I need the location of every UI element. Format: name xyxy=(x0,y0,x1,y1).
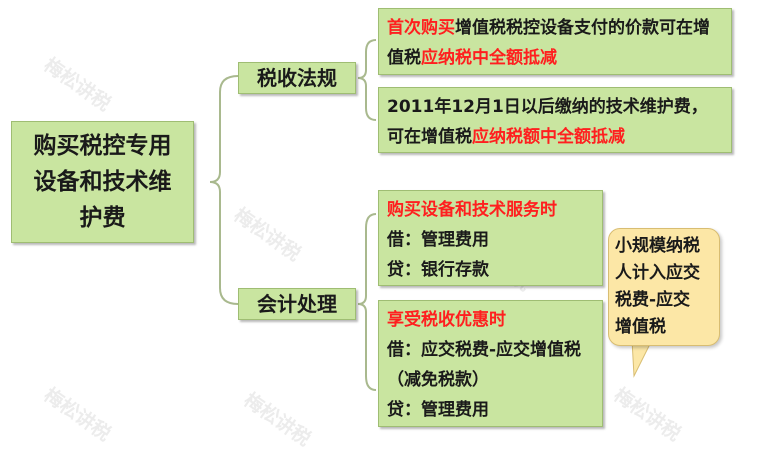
journal-entry: 借：应交税费-应交增值税（减免税款） xyxy=(387,340,582,390)
tax-rule-maintenance: 2011年12月1日以后缴纳的技术维护费，可在增值税应纳税额中全额抵减 xyxy=(378,87,732,153)
tax-rule-equipment: 首次购买增值税税控设备支付的价款可在增值税应纳税中全额抵减 xyxy=(378,8,732,75)
center-topic-line: 设备和技术维 xyxy=(33,169,172,195)
connector-center-bracket xyxy=(209,75,239,305)
note-line: 增值税 xyxy=(615,317,666,337)
branch-accounting: 会计处理 xyxy=(238,288,356,320)
rule-text: 增值税税控设备支付的价款可在增值税 xyxy=(387,18,710,68)
note-line: 小规模纳税 xyxy=(615,236,700,256)
accounting-heading: 购买设备和技术服务时 xyxy=(387,200,557,220)
rule-text: 2011年12月1日以后缴纳的技术维护费，可在增值税 xyxy=(387,97,708,147)
note-line: 税费-应交 xyxy=(615,290,691,310)
small-taxpayer-note: 小规模纳税 人计入应交 税费-应交 增值税 xyxy=(608,228,720,346)
note-line: 人计入应交 xyxy=(615,263,700,283)
connector-lines xyxy=(209,39,377,391)
highlight-text: 应纳税中全额抵减 xyxy=(421,48,557,68)
highlight-text: 首次购买 xyxy=(387,18,455,38)
highlight-text: 应纳税额中全额抵减 xyxy=(472,127,625,147)
journal-entry: 贷：管理费用 xyxy=(387,400,489,420)
branch-tax-rules: 税收法规 xyxy=(238,62,356,94)
center-topic-line: 护费 xyxy=(79,205,126,231)
accounting-purchase: 购买设备和技术服务时 借：管理费用 贷：银行存款 xyxy=(378,190,603,286)
connector-accounting-bracket xyxy=(357,213,377,391)
accounting-heading: 享受税收优惠时 xyxy=(387,310,506,330)
center-topic: 购买税控专用 设备和技术维 护费 xyxy=(11,121,194,243)
journal-entry: 借：管理费用 xyxy=(387,230,489,250)
note-callout-tail xyxy=(631,340,653,378)
connector-tax-bracket xyxy=(357,39,377,121)
center-topic-line: 购买税控专用 xyxy=(33,133,172,159)
accounting-tax-benefit: 享受税收优惠时 借：应交税费-应交增值税（减免税款） 贷：管理费用 xyxy=(378,300,603,427)
journal-entry: 贷：银行存款 xyxy=(387,260,489,280)
